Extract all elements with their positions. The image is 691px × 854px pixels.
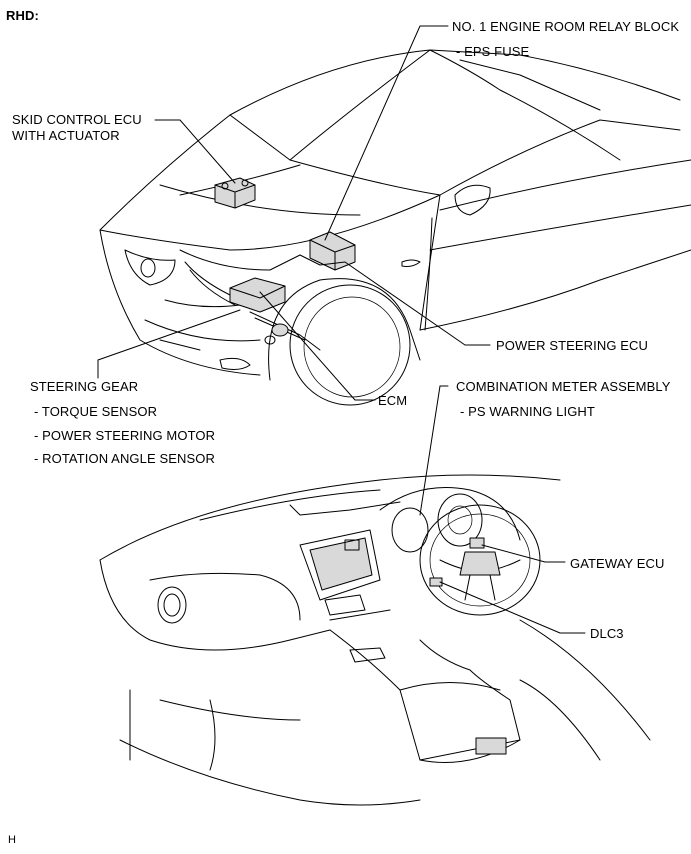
label-gateway-ecu: GATEWAY ECU bbox=[570, 556, 665, 571]
leader-lines bbox=[97, 25, 586, 634]
engine-bay-components bbox=[184, 177, 356, 351]
label-power-steering-ecu: POWER STEERING ECU bbox=[496, 338, 649, 353]
label-ecm: ECM bbox=[378, 393, 408, 408]
label-rotation-sensor: - ROTATION ANGLE SENSOR bbox=[34, 451, 215, 466]
label-skid-ecu-line2: WITH ACTUATOR bbox=[12, 128, 120, 143]
car-body-drawing bbox=[99, 49, 691, 406]
label-combination-meter: COMBINATION METER ASSEMBLY bbox=[456, 379, 671, 394]
label-ps-motor: - POWER STEERING MOTOR bbox=[34, 428, 216, 443]
interior-drawing bbox=[99, 474, 651, 806]
label-torque-sensor: - TORQUE SENSOR bbox=[34, 404, 158, 419]
label-dlc3: DLC3 bbox=[590, 626, 624, 641]
label-skid-ecu-line1: SKID CONTROL ECU bbox=[12, 112, 142, 127]
footer-mark: H bbox=[8, 834, 17, 846]
label-steering-gear: STEERING GEAR bbox=[30, 379, 139, 394]
label-ps-warning-light: - PS WARNING LIGHT bbox=[460, 404, 595, 419]
region-header: RHD: bbox=[6, 8, 39, 23]
label-eps-fuse: - EPS FUSE bbox=[456, 44, 530, 59]
label-relay-block: NO. 1 ENGINE ROOM RELAY BLOCK bbox=[452, 19, 680, 34]
